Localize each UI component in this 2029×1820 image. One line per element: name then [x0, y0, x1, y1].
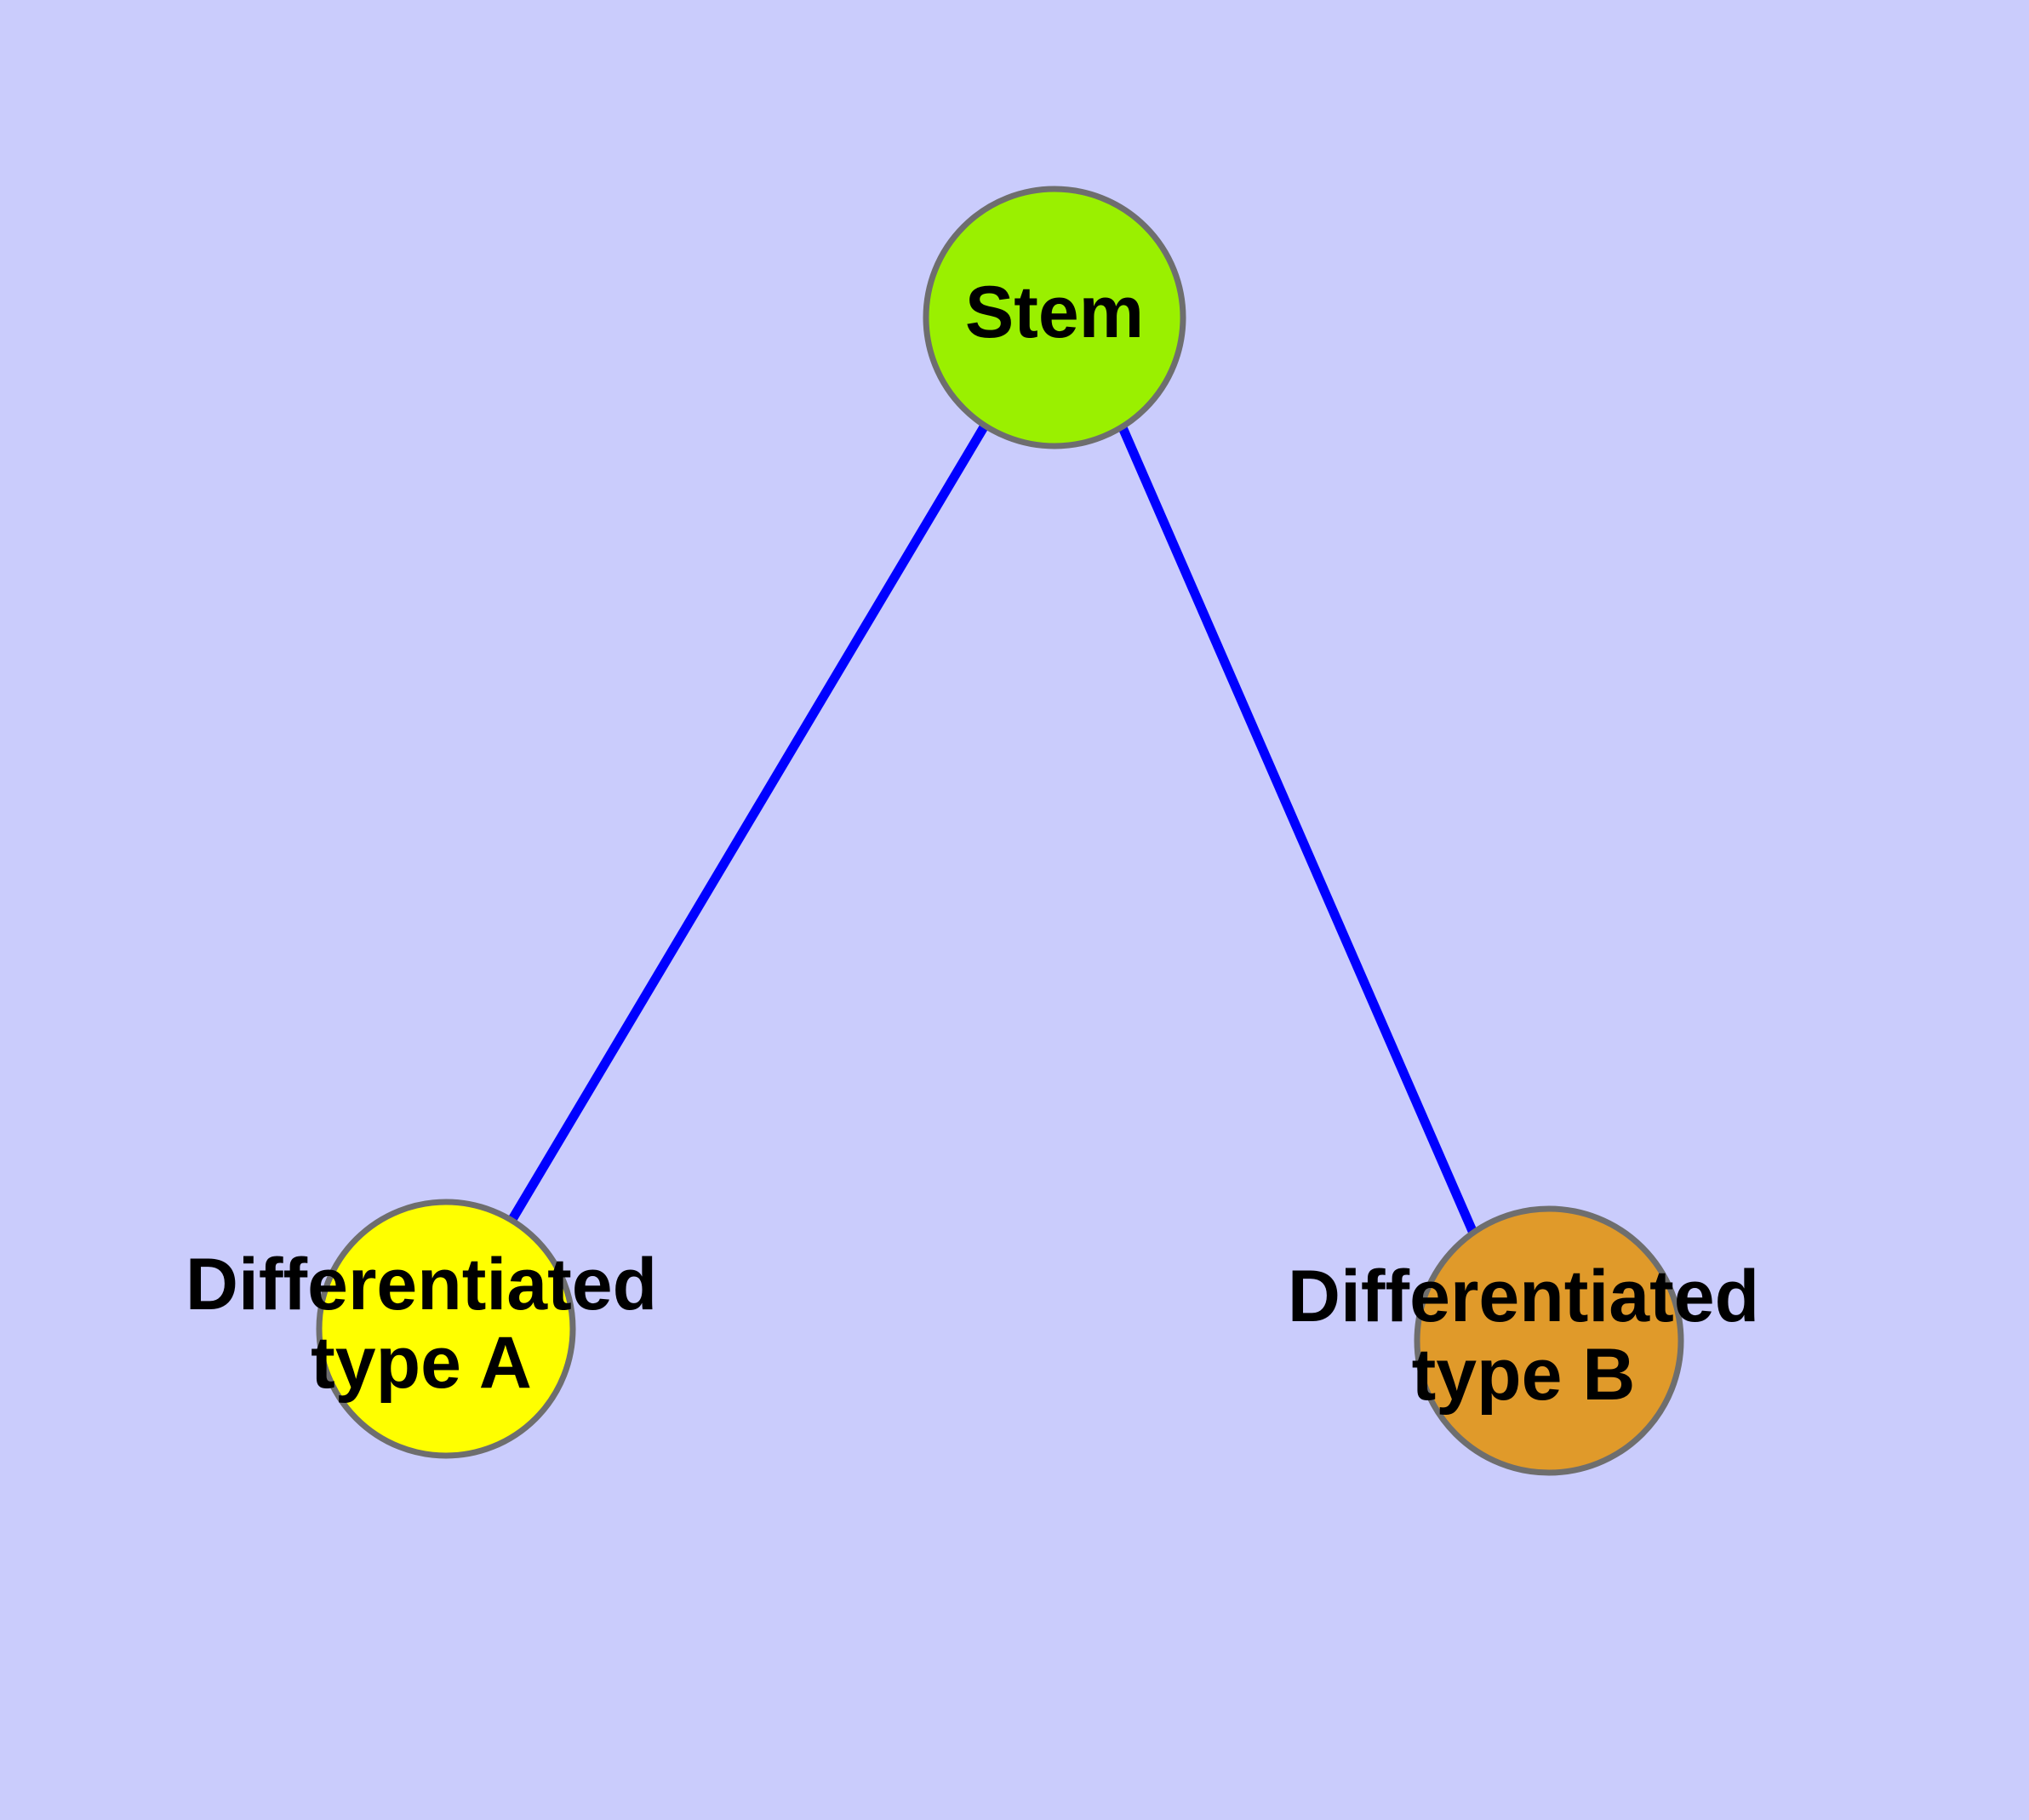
node-label-line: type A	[311, 1322, 532, 1404]
node-stem[interactable]	[923, 186, 1186, 449]
nodes-group	[316, 186, 1684, 1476]
node-label-line: type B	[1412, 1334, 1636, 1416]
edge-stem-to-differentiated-type-b[interactable]	[1117, 423, 1477, 1233]
node-label-line: Differentiated	[1288, 1256, 1759, 1337]
node-label-line: Stem	[965, 272, 1144, 353]
node-differentiated-type-b[interactable]	[1414, 1205, 1684, 1476]
edges-group	[507, 423, 1477, 1233]
edge-stem-to-differentiated-type-a[interactable]	[507, 423, 989, 1223]
node-label-stem: Stem	[965, 272, 1144, 353]
node-label-line: Differentiated	[186, 1244, 657, 1325]
node-differentiated-type-a[interactable]	[316, 1199, 576, 1459]
